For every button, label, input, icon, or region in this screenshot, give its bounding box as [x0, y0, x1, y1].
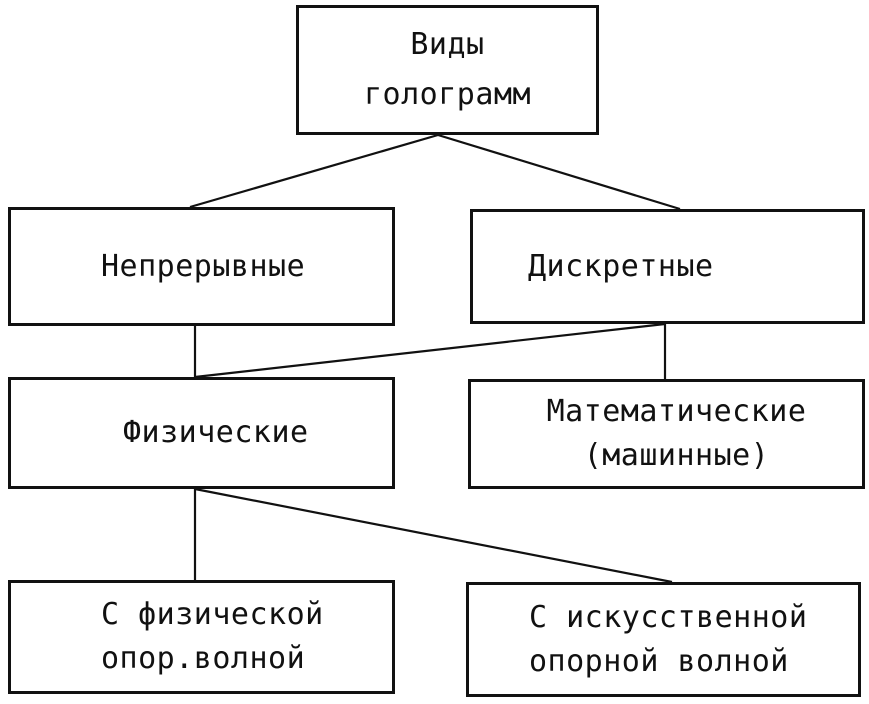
- node-discrete: Дискретные: [470, 209, 865, 324]
- connector-physical-artref: [194, 487, 673, 584]
- node-artificial-reference-label-line2: опорной волной: [529, 643, 789, 679]
- node-mathematical: Математические (машинные): [468, 379, 865, 489]
- node-physical-reference-label-line2: опор.волной: [101, 641, 306, 676]
- node-continuous-label: Непрерывные: [101, 248, 306, 284]
- root-node-label-line1: Виды: [410, 27, 485, 62]
- node-physical-reference-wave: С физической опор.волной: [8, 580, 395, 694]
- node-artificial-reference-label-line1: С искусственной: [529, 599, 808, 635]
- node-discrete-label: Дискретные: [528, 248, 714, 284]
- connector-root-continuous: [189, 133, 439, 209]
- node-mathematical-label-line1: Математические: [546, 394, 807, 429]
- node-physical: Физические: [8, 377, 395, 489]
- node-physical-reference-label-line1: С физической: [101, 597, 324, 632]
- node-artificial-reference-wave: С искусственной опорной волной: [466, 582, 861, 697]
- root-node-hologram-types: Виды голограмм: [296, 5, 599, 135]
- connector-discrete-physical: [194, 322, 666, 379]
- root-node-label-line2: голограмм: [363, 77, 532, 112]
- connector-root-discrete: [437, 133, 681, 211]
- node-physical-label: Физические: [123, 415, 309, 450]
- node-mathematical-label-line2: (машинные): [583, 438, 770, 473]
- node-continuous: Непрерывные: [8, 207, 395, 326]
